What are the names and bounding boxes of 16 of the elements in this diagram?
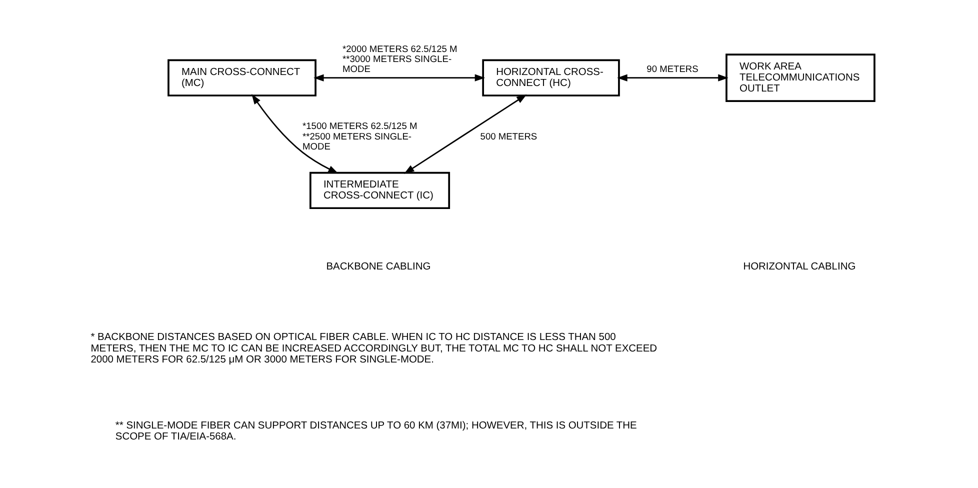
label: * BACKBONE DISTANCES BASED ON OPTICAL FIBER CABLE. WHEN IC TO HC DISTANCE IS LESS THAN 500 METERS, THEN THE MC TO IC CAN BE INCREASED ACCORDINGLY BUT, THE TOTAL MC TO HC SHALL NOT EXCEED 2000 METERS FOR 62.5/125 μM OR 3000 METERS FOR SINGLE-MODE.: [90, 332, 657, 366]
node-box: MAIN CROSS-CONNECT (MC): [167, 59, 316, 96]
arrow: [403, 94, 526, 174]
arrow: [313, 74, 485, 82]
edge-label: 500 METERS: [480, 131, 537, 142]
edge-label: 90 METERS: [646, 64, 698, 74]
label: BACKBONE CABLING: [326, 261, 430, 272]
edge-label: *2000 METERS 62.5/125 M **3000 METERS SINGLE-MODE: [342, 44, 457, 74]
node-box: HORIZONTAL CROSS-CONNECT (HC): [482, 59, 620, 96]
node-box: INTERMEDIATE CROSS-CONNECT (IC): [309, 172, 450, 210]
edge-label: *1500 METERS 62.5/125 M **2500 METERS SINGLE-MODE: [302, 121, 417, 152]
label: HORIZONTAL CABLING: [742, 261, 856, 272]
arrow: [251, 94, 338, 174]
label: ** SINGLE-MODE FIBER CAN SUPPORT DISTANCES UP TO 60 KM (37MI); HOWEVER, THIS IS OUTSIDE THE SCOPE OF TIA/EIA-568A.: [114, 420, 636, 443]
arrow: [616, 74, 728, 82]
node-box: WORK AREA TELECOMMUNICATIONS OUTLET: [725, 54, 875, 102]
